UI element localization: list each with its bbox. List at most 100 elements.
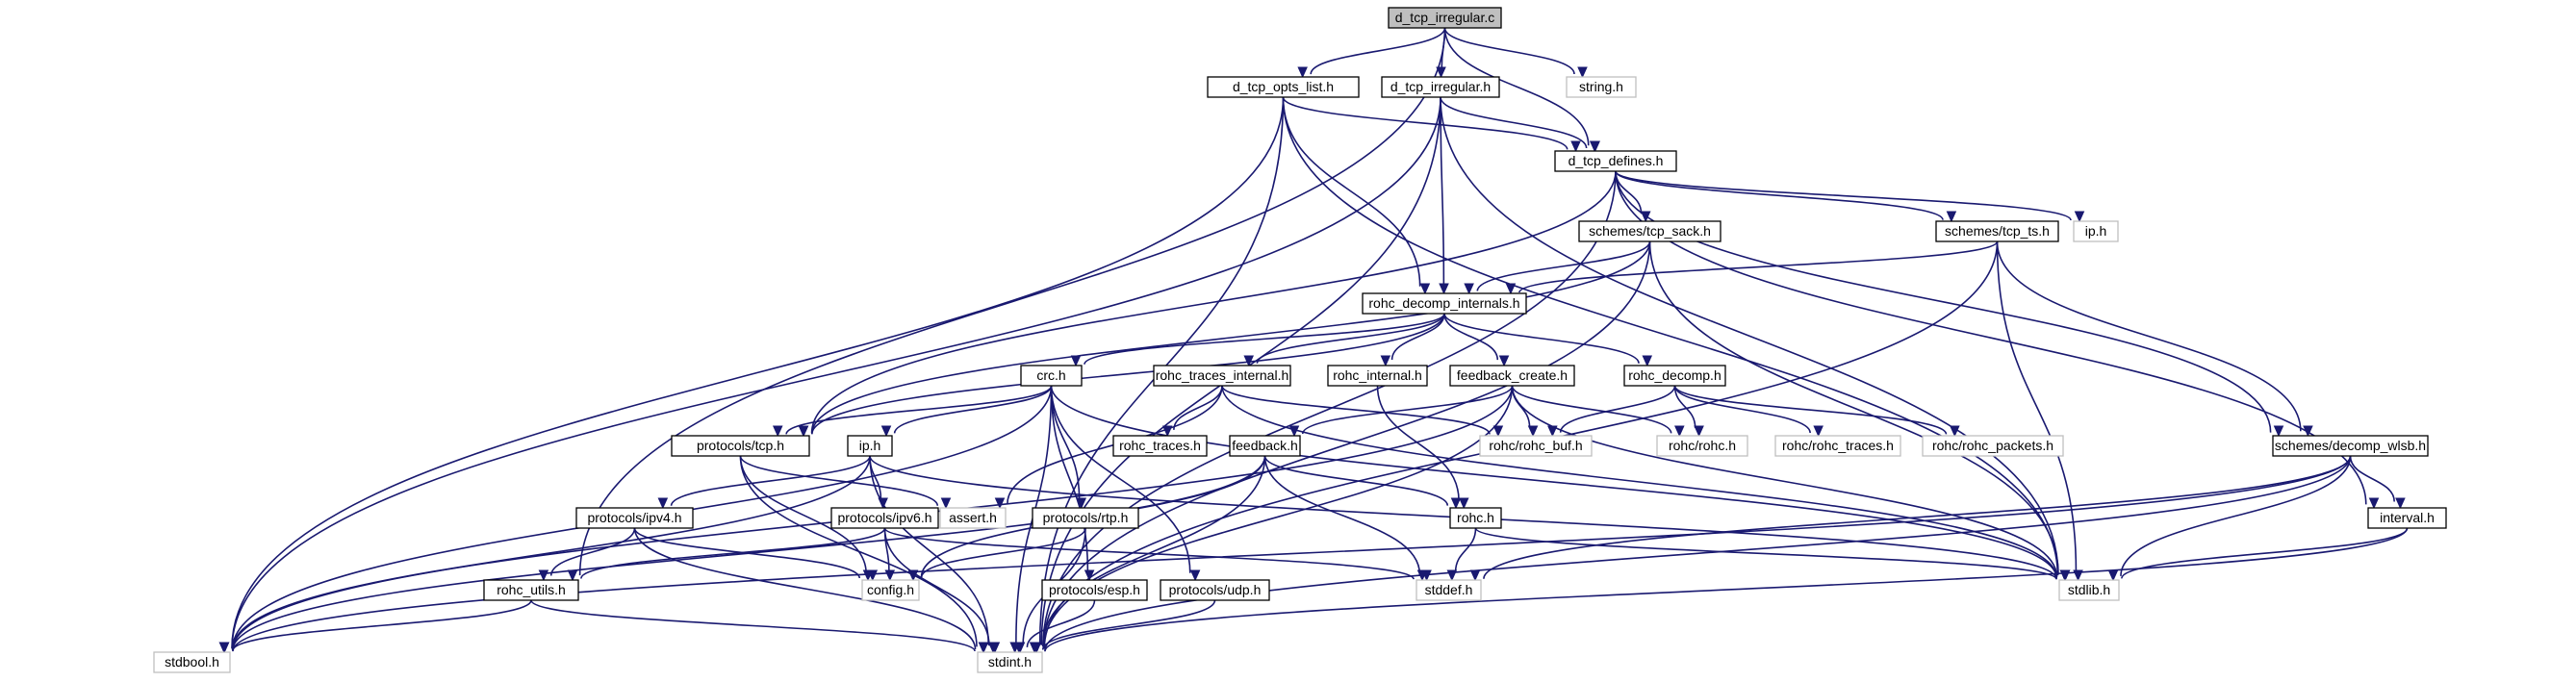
- edge-arrowhead: [940, 497, 952, 510]
- node-d-tcp-defines-h[interactable]: d_tcp_defines.h: [1554, 150, 1677, 172]
- node-label: rohc/rohc_buf.h: [1489, 438, 1582, 453]
- edge-schemes-tcp-ts-h-to-stdlib-h: [1996, 240, 2078, 572]
- node-box: [2367, 507, 2447, 529]
- edge-arrowhead: [1694, 425, 1704, 438]
- node-box: [1362, 292, 1527, 315]
- node-ip-h-local[interactable]: ip.h: [847, 435, 893, 457]
- edge-rohc-decomp-internals-h-to-rohc-internal-h: [1390, 313, 1445, 361]
- node-label: stdlib.h: [2068, 582, 2110, 597]
- node-stddef-h: stddef.h: [1416, 579, 1482, 601]
- node-box: [1566, 76, 1637, 98]
- nodes-layer: d_tcp_irregular.c d_tcp_opts_list.h d_tcp_…: [153, 7, 2447, 673]
- edge-crc-h-to-ip-h-local: [893, 385, 1053, 434]
- node-assert-h: assert.h: [939, 507, 1007, 529]
- node-box: [1160, 579, 1270, 601]
- node-feedback-create-h[interactable]: feedback_create.h: [1449, 365, 1575, 387]
- edge-rohc-decomp-internals-h-to-crc-h: [1084, 313, 1445, 366]
- node-d-tcp-irregular-h[interactable]: d_tcp_irregular.h: [1381, 76, 1500, 98]
- node-box: [1656, 435, 1748, 457]
- edge-schemes-decomp-wlsb-h-to-stdlib-h: [2120, 455, 2352, 576]
- edge-feedback-h-to-stdint-h: [1042, 455, 1266, 647]
- edge-arrowhead: [2273, 425, 2284, 438]
- edge-rohc-traces-internal-h-to-stdlib-h: [1221, 385, 2058, 578]
- node-rohc-decomp-h[interactable]: rohc_decomp.h: [1623, 365, 1726, 387]
- edge-d-tcp-opts-list-h-to-stdbool-h: [231, 96, 1285, 648]
- node-label: protocols/esp.h: [1049, 582, 1140, 597]
- node-d-tcp-irregular-c[interactable]: d_tcp_irregular.c: [1388, 7, 1502, 29]
- node-config-h: config.h: [861, 579, 920, 601]
- edge-rohc-decomp-internals-h-to-rohc-traces-internal-h: [1256, 313, 1445, 364]
- node-box: [847, 435, 893, 457]
- node-box: [1327, 365, 1428, 387]
- node-rohc-decomp-internals-h[interactable]: rohc_decomp_internals.h: [1362, 292, 1527, 315]
- node-label: rohc_decomp_internals.h: [1368, 295, 1519, 311]
- edge-arrowhead: [1084, 569, 1095, 582]
- node-protocols-esp-h[interactable]: protocols/esp.h: [1041, 579, 1148, 601]
- edge-arrowhead: [978, 642, 989, 654]
- edge-schemes-decomp-wlsb-h-to-interval-h: [2349, 455, 2395, 502]
- node-rohc-rohc-traces-h: rohc/rohc_traces.h: [1774, 435, 1901, 457]
- node-label: stddef.h: [1425, 582, 1473, 597]
- edge-arrowhead: [2395, 497, 2406, 510]
- node-label: ip.h: [2085, 223, 2107, 239]
- node-feedback-h[interactable]: feedback.h: [1229, 435, 1301, 457]
- edge-arrowhead: [1950, 425, 1960, 438]
- edge-arrowhead: [1946, 211, 1957, 223]
- node-box: [1388, 7, 1502, 29]
- edge-feedback-create-h-to-feedback-h: [1301, 385, 1514, 435]
- node-protocols-ipv6-h[interactable]: protocols/ipv6.h: [830, 507, 939, 529]
- edge-rohc-decomp-internals-h-to-feedback-create-h: [1443, 313, 1499, 361]
- node-box: [1032, 507, 1139, 529]
- node-box: [1479, 435, 1593, 457]
- node-box: [977, 651, 1043, 673]
- node-interval-h[interactable]: interval.h: [2367, 507, 2447, 529]
- node-crc-h[interactable]: crc.h: [1020, 365, 1083, 387]
- node-protocols-tcp-h[interactable]: protocols/tcp.h: [671, 435, 810, 457]
- edge-arrowhead: [1674, 425, 1685, 438]
- node-box: [1449, 507, 1502, 529]
- node-box: [1153, 365, 1291, 387]
- edge-rohc-decomp-h-to-rohc-rohc-h: [1673, 385, 1696, 428]
- node-stdlib-h: stdlib.h: [2058, 579, 2120, 601]
- node-rohc-internal-h[interactable]: rohc_internal.h: [1327, 365, 1428, 387]
- edge-protocols-udp-h-to-stdint-h: [1041, 599, 1216, 650]
- node-schemes-decomp-wlsb-h[interactable]: schemes/decomp_wlsb.h: [2272, 435, 2429, 457]
- edge-protocols-ipv4-h-to-config-h: [633, 527, 861, 579]
- node-schemes-tcp-sack-h[interactable]: schemes/tcp_sack.h: [1578, 220, 1722, 242]
- node-label: stdint.h: [988, 654, 1032, 669]
- node-rohc-h[interactable]: rohc.h: [1449, 507, 1502, 529]
- edge-arrowhead: [1505, 283, 1517, 295]
- node-box: [2058, 579, 2120, 601]
- node-protocols-udp-h[interactable]: protocols/udp.h: [1160, 579, 1270, 601]
- edge-arrowhead: [880, 425, 892, 438]
- edge-d-tcp-irregular-h-to-stdbool-h: [231, 96, 1441, 649]
- edge-arrowhead: [218, 642, 230, 654]
- node-protocols-rtp-h[interactable]: protocols/rtp.h: [1032, 507, 1139, 529]
- node-label: rohc.h: [1457, 510, 1494, 525]
- edge-d-tcp-defines-h-to-stdint-h: [1042, 170, 1617, 647]
- node-label: d_tcp_irregular.c: [1395, 10, 1495, 25]
- node-rohc-utils-h[interactable]: rohc_utils.h: [483, 579, 579, 601]
- node-label: rohc_internal.h: [1333, 367, 1422, 383]
- edge-rohc-traces-internal-h-to-rohc-rohc-buf-h: [1221, 385, 1491, 435]
- node-rohc-rohc-h: rohc/rohc.h: [1656, 435, 1748, 457]
- node-label: rohc_traces_internal.h: [1156, 367, 1289, 383]
- node-box: [1554, 150, 1677, 172]
- edge-arrowhead: [1813, 425, 1824, 438]
- node-box: [1207, 76, 1360, 98]
- node-rohc-traces-h[interactable]: rohc_traces.h: [1112, 435, 1208, 457]
- edge-d-tcp-irregular-h-to-stdlib-h: [1440, 96, 2059, 575]
- edge-protocols-ipv4-h-to-stdint-h: [633, 527, 977, 649]
- node-schemes-tcp-ts-h[interactable]: schemes/tcp_ts.h: [1935, 220, 2059, 242]
- node-label: string.h: [1579, 79, 1623, 94]
- node-protocols-ipv4-h[interactable]: protocols/ipv4.h: [575, 507, 694, 529]
- edge-arrowhead: [1577, 66, 1588, 79]
- edge-rohc-decomp-h-to-rohc-rohc-traces-h: [1673, 385, 1811, 434]
- node-d-tcp-opts-list-h[interactable]: d_tcp_opts_list.h: [1207, 76, 1360, 98]
- edge-arrowhead: [907, 569, 919, 582]
- edges-layer: [218, 27, 2409, 654]
- node-rohc-traces-internal-h[interactable]: rohc_traces_internal.h: [1153, 365, 1291, 387]
- node-label: feedback.h: [1232, 438, 1298, 453]
- edge-crc-h-to-stdlib-h: [1050, 385, 2057, 579]
- node-box: [1935, 220, 2059, 242]
